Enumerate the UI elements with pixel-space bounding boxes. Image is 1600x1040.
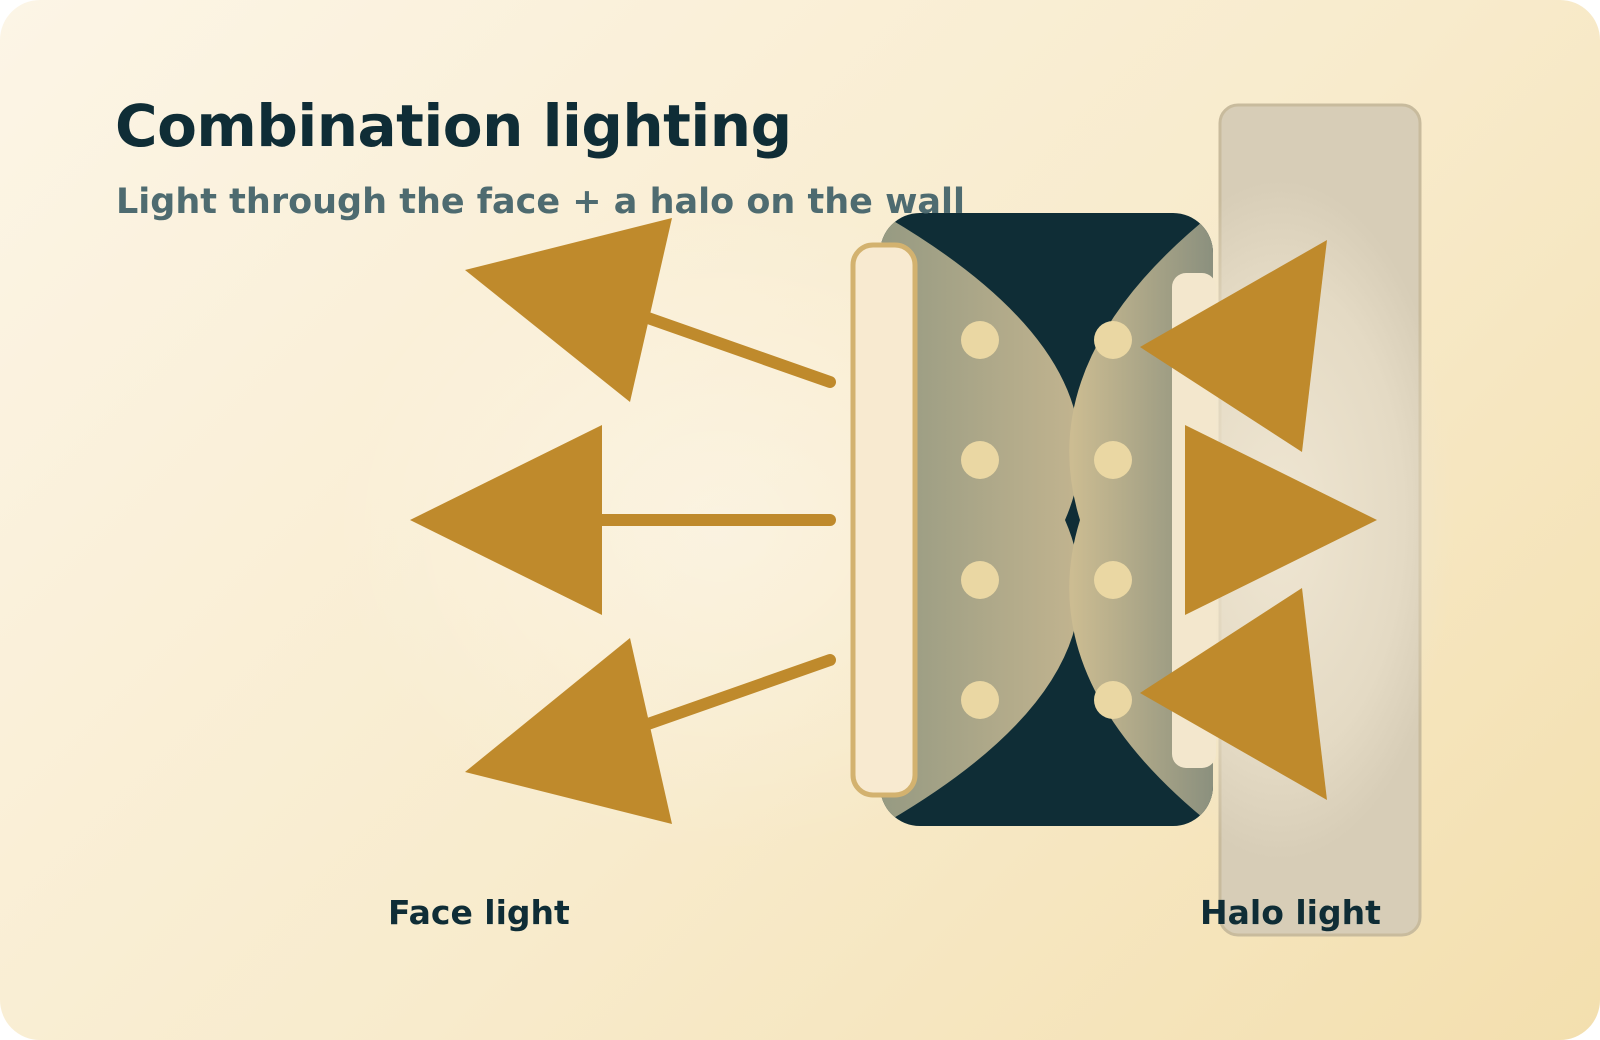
led-dot — [1094, 561, 1132, 599]
face-light-arrows — [410, 218, 836, 824]
led-group — [961, 321, 1132, 719]
halo-light-arrows — [1140, 240, 1377, 800]
led-dot — [961, 321, 999, 359]
arrow-head — [1140, 588, 1327, 800]
led-dot — [1094, 681, 1132, 719]
face-light-beam — [880, 213, 1081, 826]
led-dot — [961, 441, 999, 479]
led-dot — [961, 681, 999, 719]
arrow-shaft — [642, 654, 836, 730]
arrow-shaft — [642, 312, 836, 388]
arrow-head — [465, 638, 672, 824]
halo-light-label: Halo light — [1200, 893, 1381, 932]
face-panel — [850, 242, 918, 798]
led-dot — [1094, 441, 1132, 479]
diagram-subtitle: Light through the face + a halo on the w… — [116, 182, 966, 222]
arrow-head — [1185, 425, 1377, 615]
arrow-head — [465, 218, 672, 402]
arrow-head — [410, 425, 602, 615]
arrow-head — [1140, 240, 1327, 452]
face-light-label: Face light — [388, 893, 570, 932]
diagram-title: Combination lighting — [115, 92, 792, 160]
led-dot — [1094, 321, 1132, 359]
led-dot — [961, 561, 999, 599]
